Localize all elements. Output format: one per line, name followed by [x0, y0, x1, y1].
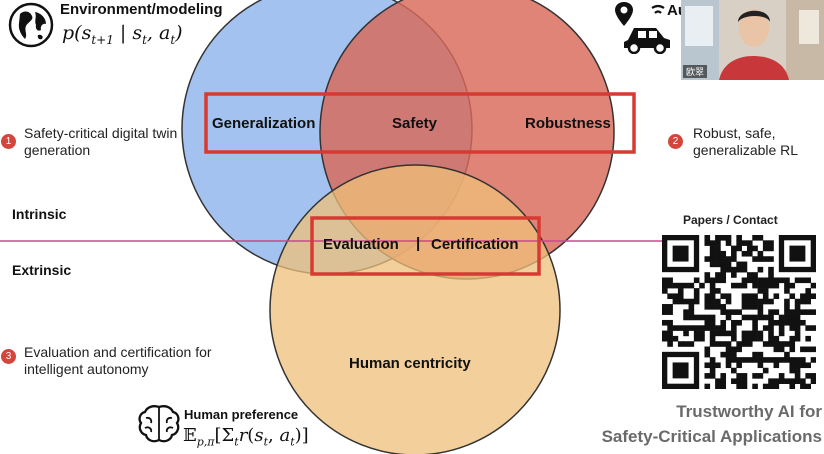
brain-icon	[137, 403, 181, 445]
human-preference-formula: 𝔼p,π[Σtr(st, at)]	[183, 425, 309, 449]
human-preference-title: Human preference	[184, 407, 299, 422]
footer-title-line1: Trustworthy AI for	[676, 402, 822, 421]
human-centricity-label: Human centricity	[349, 355, 471, 372]
webcam-name-tag: 欧翠	[683, 65, 708, 78]
item-number-badge: 2	[668, 134, 683, 149]
generalization-label: Generalization	[212, 115, 316, 132]
papers-contact-label: Papers / Contact	[683, 213, 778, 227]
robustness-label: Robustness	[525, 115, 611, 132]
center-highlight-box	[310, 216, 541, 276]
qr-code[interactable]	[662, 235, 817, 390]
safety-label: Safety	[392, 115, 438, 132]
item-1-text: Safety-critical digital twin generation	[24, 125, 178, 158]
webcam-video: 欧翠	[681, 0, 824, 80]
certification-label: Certification	[431, 236, 519, 253]
autonomous-car-icon	[612, 0, 674, 55]
item-2-text: Robust, safe, generalizable RL	[693, 125, 799, 158]
evaluation-certification-separator: |	[416, 235, 421, 252]
top-highlight-box	[204, 92, 636, 154]
human-centricity-circle	[269, 164, 561, 454]
item-3-text: Evaluation and certification for intelli…	[24, 344, 212, 377]
extrinsic-label: Extrinsic	[12, 262, 72, 278]
item-number-badge: 3	[1, 349, 16, 364]
intrinsic-label: Intrinsic	[12, 206, 67, 222]
env-formula: p(st+1 | st, at)	[62, 22, 183, 47]
footer-title-line2: Safety-Critical Applications	[601, 427, 822, 446]
globe-icon	[8, 2, 54, 48]
evaluation-label: Evaluation	[323, 236, 399, 253]
item-number-badge: 1	[1, 134, 16, 149]
env-title: Environment/modeling	[60, 1, 223, 18]
